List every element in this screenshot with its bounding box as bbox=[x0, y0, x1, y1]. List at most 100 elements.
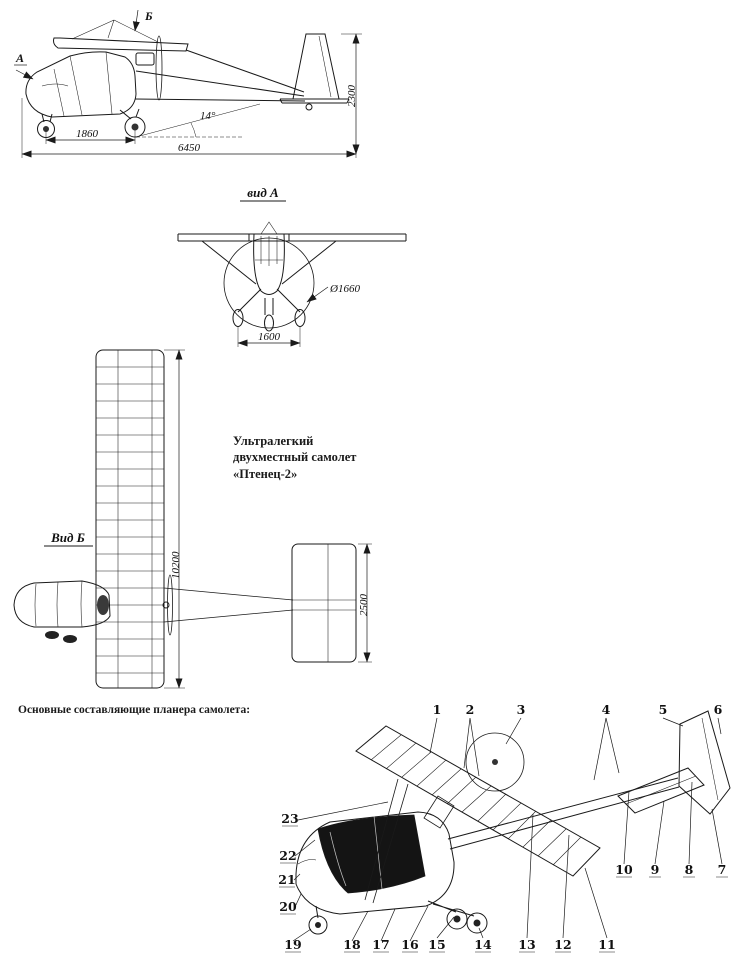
wing-side bbox=[54, 38, 189, 51]
canopy-front-frames bbox=[255, 236, 283, 266]
side-view: Б А 14° 1860 6450 bbox=[8, 9, 373, 166]
side-view-aircraft bbox=[26, 20, 349, 138]
stabilizer-plan bbox=[292, 544, 356, 662]
main-wheel-2-perspective bbox=[467, 913, 487, 933]
callout-14: 14 bbox=[474, 937, 492, 952]
callout-1: 1 bbox=[433, 702, 442, 717]
wing-ribs bbox=[96, 367, 164, 673]
dim-wheelbase: 1860 bbox=[45, 128, 136, 144]
dim-overall-length-value: 6450 bbox=[178, 142, 201, 154]
fin-perspective bbox=[679, 711, 730, 814]
horizontal-stab-side bbox=[280, 99, 349, 103]
callout-9: 9 bbox=[651, 862, 660, 877]
cabane bbox=[261, 222, 277, 234]
view-arrow-a-label: А bbox=[15, 51, 24, 65]
callout-numbers: 1 2 3 4 5 6 7 8 9 10 11 12 13 14 15 16 1… bbox=[278, 702, 726, 952]
fuselage-plan bbox=[14, 581, 110, 627]
right-main-wheel bbox=[295, 310, 305, 327]
top-view: Вид Б 10200 bbox=[6, 349, 376, 689]
engine-plan bbox=[97, 595, 109, 615]
wheel-plan-right bbox=[63, 635, 77, 643]
lift-struts-perspective bbox=[365, 779, 408, 903]
front-view-label-group: вид А bbox=[240, 185, 286, 201]
tail-angle-dim: 14° bbox=[136, 104, 260, 137]
view-arrow-b-label: Б bbox=[144, 9, 153, 23]
tail-booms-plan bbox=[164, 588, 293, 622]
dim-wheel-track-value: 1600 bbox=[258, 331, 281, 343]
callout-18: 18 bbox=[343, 937, 361, 952]
main-wheel-1-perspective bbox=[447, 909, 467, 929]
callout-11: 11 bbox=[598, 937, 615, 952]
dim-wheelbase-value: 1860 bbox=[76, 128, 99, 140]
stab-perspective bbox=[618, 768, 704, 813]
dim-stab-span: 2500 bbox=[358, 543, 372, 663]
top-view-aircraft bbox=[14, 350, 356, 688]
rudder-hinge-perspective bbox=[702, 718, 718, 800]
tail-wheel bbox=[306, 104, 312, 110]
canopy-plan-frames bbox=[35, 581, 82, 627]
callout-5: 5 bbox=[659, 702, 668, 717]
left-main-wheel bbox=[233, 310, 243, 327]
callout-12: 12 bbox=[554, 937, 571, 952]
nose-trim bbox=[298, 860, 316, 865]
components-heading: Основные составляющие планера самолета: bbox=[18, 704, 251, 716]
elevator-hinge bbox=[292, 544, 356, 662]
lift-struts bbox=[202, 241, 336, 284]
callout-2: 2 bbox=[466, 702, 475, 717]
dim-wheel-track: 1600 bbox=[237, 327, 301, 347]
nose-wheel-hub-perspective bbox=[315, 922, 321, 928]
callout-19: 19 bbox=[284, 937, 301, 952]
front-view: вид А Ø1660 1600 bbox=[172, 185, 412, 358]
perspective-view: 1 2 3 4 5 6 7 8 9 10 11 12 13 14 15 16 1… bbox=[278, 702, 746, 966]
wing-perspective bbox=[356, 726, 600, 876]
callout-13: 13 bbox=[518, 937, 535, 952]
wing-plan bbox=[96, 350, 164, 688]
engine-block bbox=[136, 53, 154, 65]
wing-ribs-perspective bbox=[371, 735, 581, 865]
top-view-label: Вид Б bbox=[50, 530, 85, 545]
engine-pylon-perspective bbox=[424, 796, 454, 828]
callout-7: 7 bbox=[718, 862, 727, 877]
nose-wheel-front bbox=[265, 315, 274, 331]
callout-underlines bbox=[279, 826, 728, 952]
propeller-plan bbox=[168, 575, 173, 635]
callout-10: 10 bbox=[615, 862, 633, 877]
callout-20: 20 bbox=[279, 899, 297, 914]
callout-16: 16 bbox=[401, 937, 419, 952]
canopy-frames bbox=[42, 52, 112, 116]
fuselage-pod bbox=[26, 52, 136, 117]
wheel-plan-left bbox=[45, 631, 59, 639]
nose-wheel-perspective bbox=[309, 916, 327, 934]
wing-front bbox=[178, 234, 406, 241]
callout-21: 21 bbox=[278, 872, 295, 887]
prop-hub-perspective bbox=[492, 759, 498, 765]
dim-stab-span-value: 2500 bbox=[358, 594, 370, 617]
rudder-hinge bbox=[319, 36, 331, 97]
elevator-hinge-perspective bbox=[626, 776, 696, 804]
boom-perspective bbox=[448, 778, 679, 849]
dim-prop-diameter: Ø1660 bbox=[306, 283, 360, 303]
prop-disc-perspective bbox=[466, 733, 524, 791]
aircraft-title: Ультралегкий двухместный самолет «Птенец… bbox=[233, 434, 357, 481]
callout-17: 17 bbox=[372, 937, 389, 952]
callout-leaders bbox=[293, 718, 722, 941]
fuselage-perspective bbox=[296, 812, 454, 914]
callout-6: 6 bbox=[714, 702, 723, 717]
dim-prop-diameter-value: Ø1660 bbox=[329, 283, 360, 295]
view-direction-a: А bbox=[14, 51, 34, 79]
callout-8: 8 bbox=[685, 862, 694, 877]
fuselage-front bbox=[254, 234, 285, 295]
callout-3: 3 bbox=[517, 702, 526, 717]
canopy-perspective bbox=[318, 815, 425, 893]
top-view-label-group: Вид Б bbox=[44, 530, 93, 546]
main-gear-legs bbox=[120, 109, 139, 119]
callout-4: 4 bbox=[602, 702, 611, 717]
front-view-label: вид А bbox=[247, 185, 279, 200]
dim-wing-span-value: 10200 bbox=[170, 551, 182, 579]
dim-tail-angle: 14° bbox=[200, 110, 216, 122]
callout-22: 22 bbox=[279, 848, 296, 863]
gear-legs-front bbox=[238, 289, 300, 315]
dim-height-value: 2300 bbox=[346, 85, 358, 108]
callout-15: 15 bbox=[428, 937, 445, 952]
view-direction-b: Б bbox=[132, 9, 153, 32]
